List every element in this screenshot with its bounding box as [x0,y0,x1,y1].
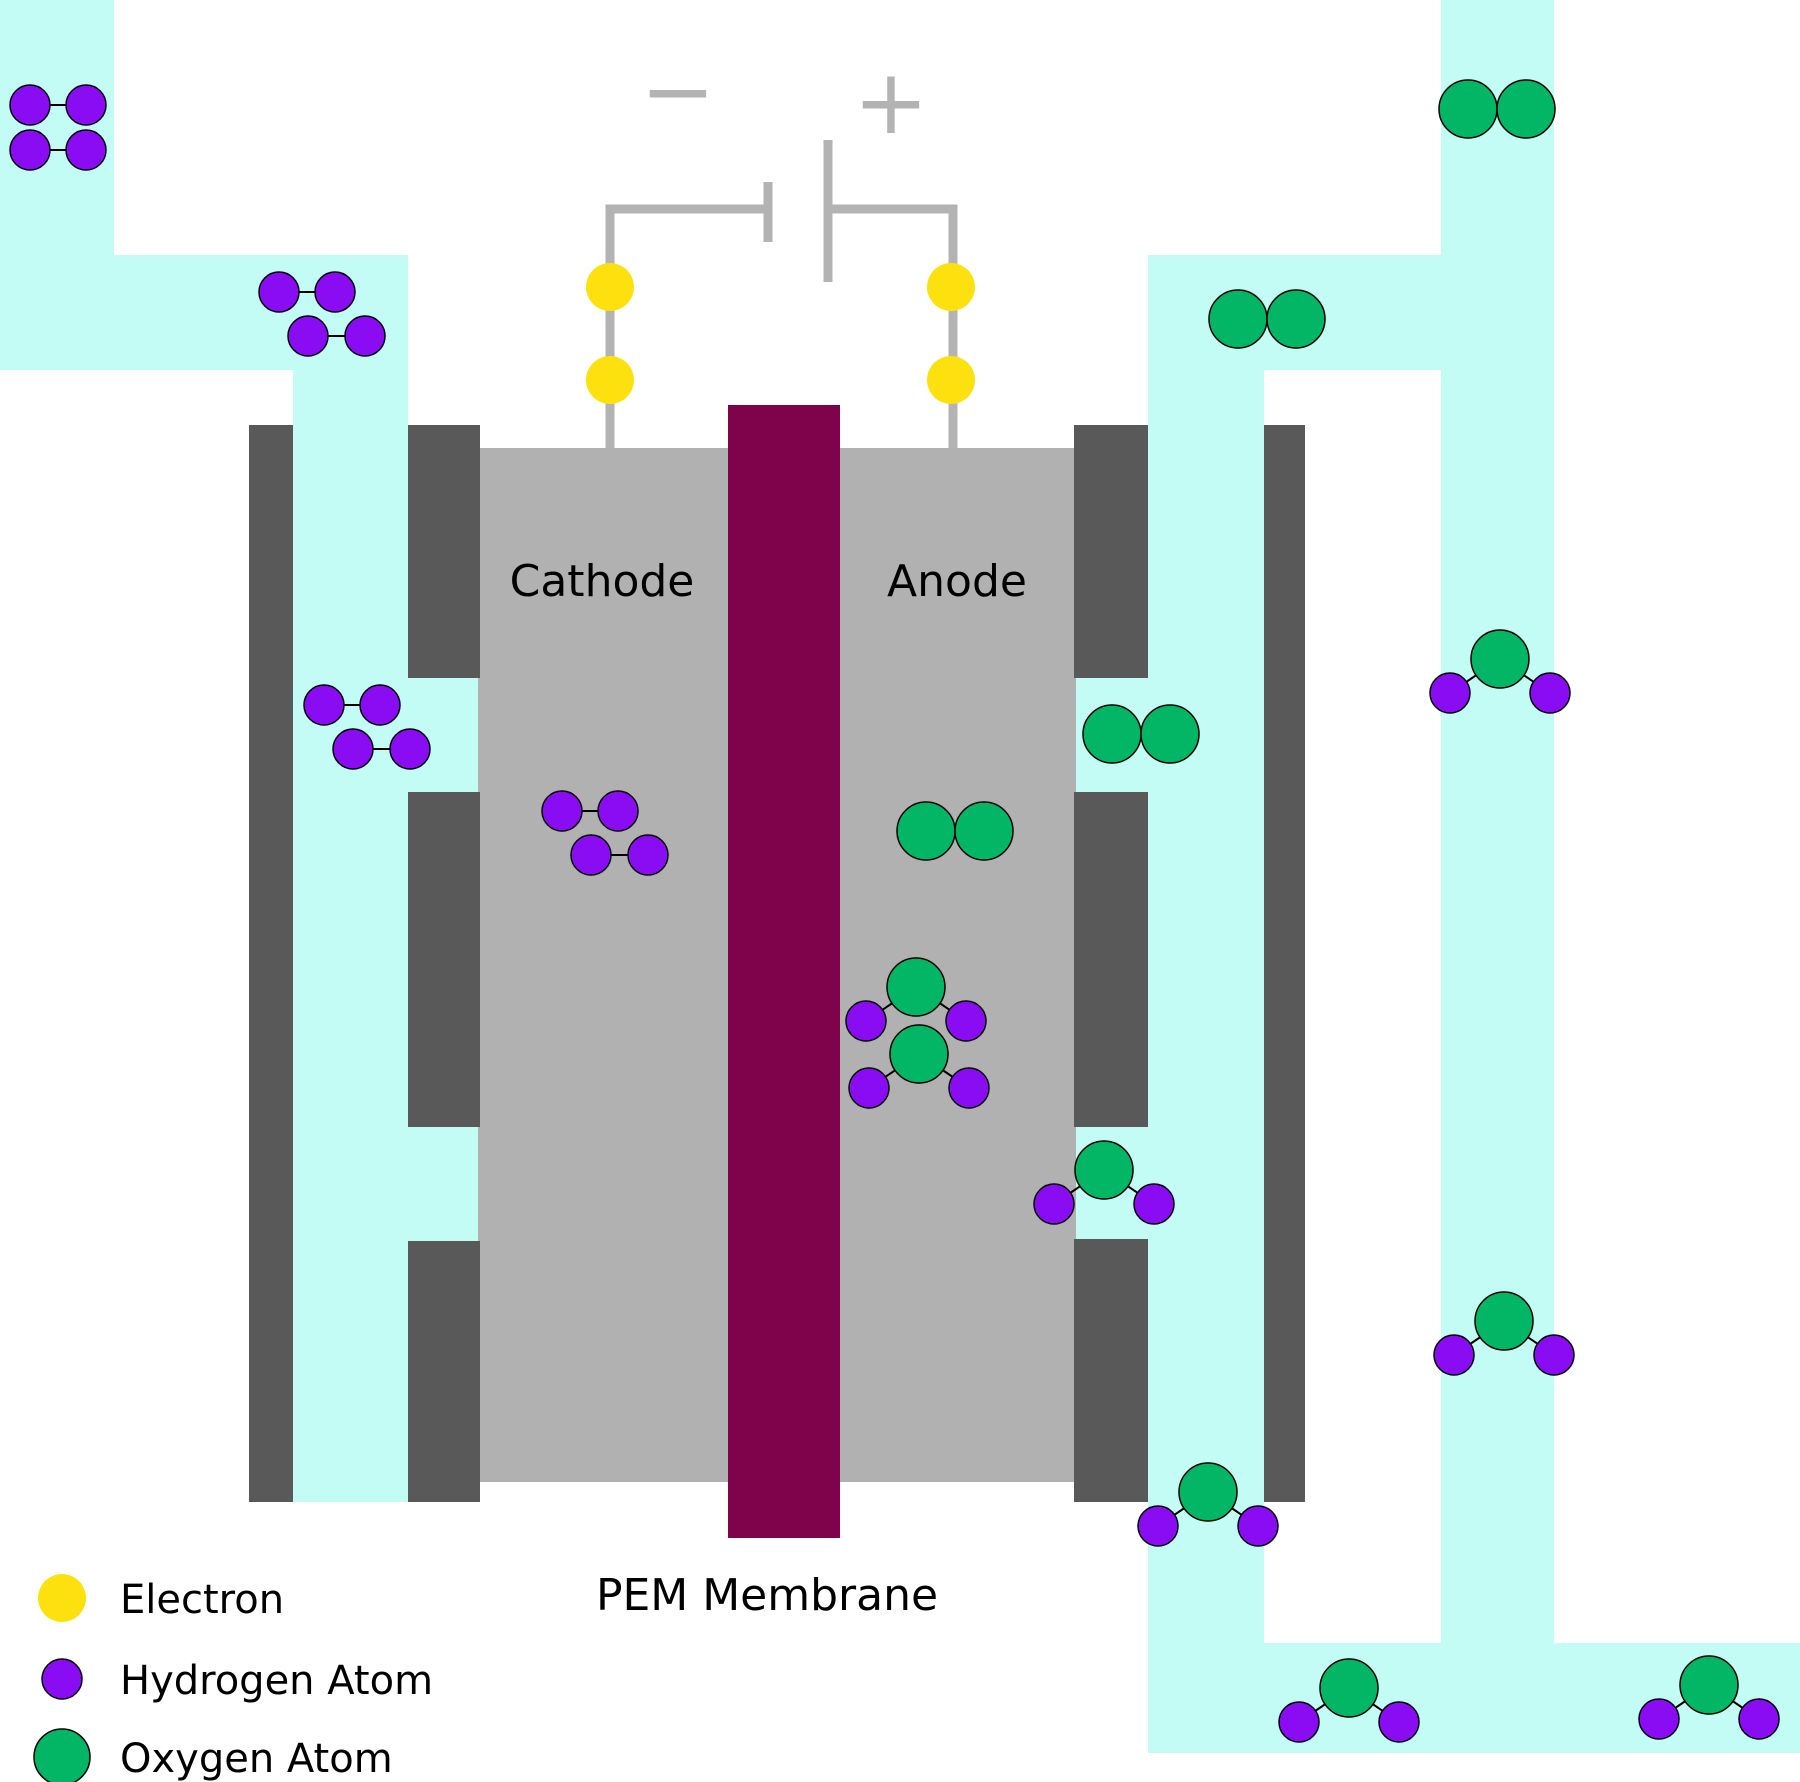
oxygen-molecule [896,801,1014,861]
particles [9,79,1780,1743]
hydrogen-atom [1237,1505,1279,1547]
hydrogen-atom [1638,1698,1680,1740]
water-molecule [1433,1291,1575,1376]
cathode-inlet-port-lower [408,1127,480,1241]
hydrogen-atom [1378,1701,1420,1743]
oxygen-atom [954,801,1014,861]
legend-hydrogen-swatch [41,1658,83,1700]
oxygen-atom [1140,704,1200,764]
oxygen-atom [896,801,956,861]
hydrogen-atom [848,1067,890,1109]
hydrogen-atom [570,834,612,876]
oxygen-atom [1082,704,1142,764]
hydrogen-atom [541,790,583,832]
oxygen-atom [1319,1658,1379,1718]
hydrogen-atom [1429,672,1471,714]
oxygen-molecule [1438,79,1556,139]
end-plates [249,425,1305,1502]
electron [927,263,975,311]
hydrogen-atom [597,790,639,832]
hydrogen-atom [389,728,431,770]
anode-chamber [838,448,1076,1482]
electron [586,356,634,404]
legend-hydrogen-label: Hydrogen Atom [120,1658,433,1704]
hydrogen-atom [344,315,386,357]
power-circuit [605,140,958,448]
oxygen-atom [886,957,946,1017]
water-molecule [1137,1462,1279,1547]
electron [927,356,975,404]
hydrogen-atom [1278,1701,1320,1743]
oxygen-atom [1496,79,1556,139]
legend: Electron Hydrogen Atom Oxygen Atom [33,1574,433,1782]
oxygen-molecule [1082,704,1200,764]
legend-oxygen-label: Oxygen Atom [120,1736,393,1782]
cathode-inner-plate-middle [408,792,480,1127]
hydrogen-atom [1133,1183,1175,1225]
hydrogen-atom [9,129,51,171]
electron [586,263,634,311]
hydrogen-atom [1033,1183,1075,1225]
hydrogen-atom [948,1067,990,1109]
positive-terminal-sign: + [853,50,928,155]
oxygen-atom [889,1024,949,1084]
hydrogen-molecule-pair [9,84,107,171]
hydrogen-atom [845,1000,887,1042]
hydrogen-atom [9,84,51,126]
hydrogen-atom [359,684,401,726]
hydrogen-atom [1433,1334,1475,1376]
oxygen-atom [1074,1140,1134,1200]
anode-riser-pipe [1441,0,1554,1753]
hydrogen-atom [1529,672,1571,714]
cathode-label: Cathode [510,556,695,607]
hydrogen-atom [1533,1334,1575,1376]
legend-electron-label: Electron [120,1577,284,1623]
hydrogen-atom [65,84,107,126]
anode-inner-plate-bottom [1074,1239,1148,1502]
hydrogen-atom [332,728,374,770]
oxygen-atom [1679,1655,1739,1715]
oxygen-atom [1266,289,1326,349]
oxygen-atom [1208,289,1268,349]
hydrogen-molecule-pair [303,684,431,770]
anode-lead-wire [828,204,958,448]
water-molecule [845,957,987,1042]
hydrogen-atom [945,1000,987,1042]
pem-membrane [728,405,840,1538]
oxygen-atom [1438,79,1498,139]
anode-label: Anode [887,556,1027,607]
cathode-flow-channel [293,255,408,1502]
cathode-inner-plate-bottom [408,1241,480,1502]
hydrogen-molecule-pair [258,271,386,357]
oxygen-atom [1470,629,1530,689]
hydrogen-atom [65,129,107,171]
oxygen-molecule [1208,289,1326,349]
hydrogen-atom [1738,1698,1780,1740]
oxygen-atom [1178,1462,1238,1522]
legend-oxygen-swatch [33,1728,91,1782]
anode-inner-plate-middle [1074,792,1148,1127]
negative-terminal-sign: − [640,39,715,144]
hydrogen-atom [303,684,345,726]
cathode-chamber [478,448,728,1482]
water-molecule [848,1024,990,1109]
hydrogen-atom [1137,1505,1179,1547]
legend-electron-swatch [38,1574,86,1622]
cathode-inner-plate-top [408,425,480,678]
anode-outer-plate [1264,425,1305,1502]
hydrogen-atom [287,315,329,357]
water-molecule [1278,1658,1420,1743]
water-molecule [1033,1140,1175,1225]
hydrogen-molecule-pair [541,790,669,876]
water-molecule [1638,1655,1780,1740]
oxygen-atom [1474,1291,1534,1351]
hydrogen-atom [258,271,300,313]
cathode-outer-plate [249,425,293,1502]
water-molecule [1429,629,1571,714]
hydrogen-atom [627,834,669,876]
membrane-label: PEM Membrane [596,1570,938,1621]
anode-inner-plate-top [1074,425,1148,678]
hydrogen-atom [314,271,356,313]
